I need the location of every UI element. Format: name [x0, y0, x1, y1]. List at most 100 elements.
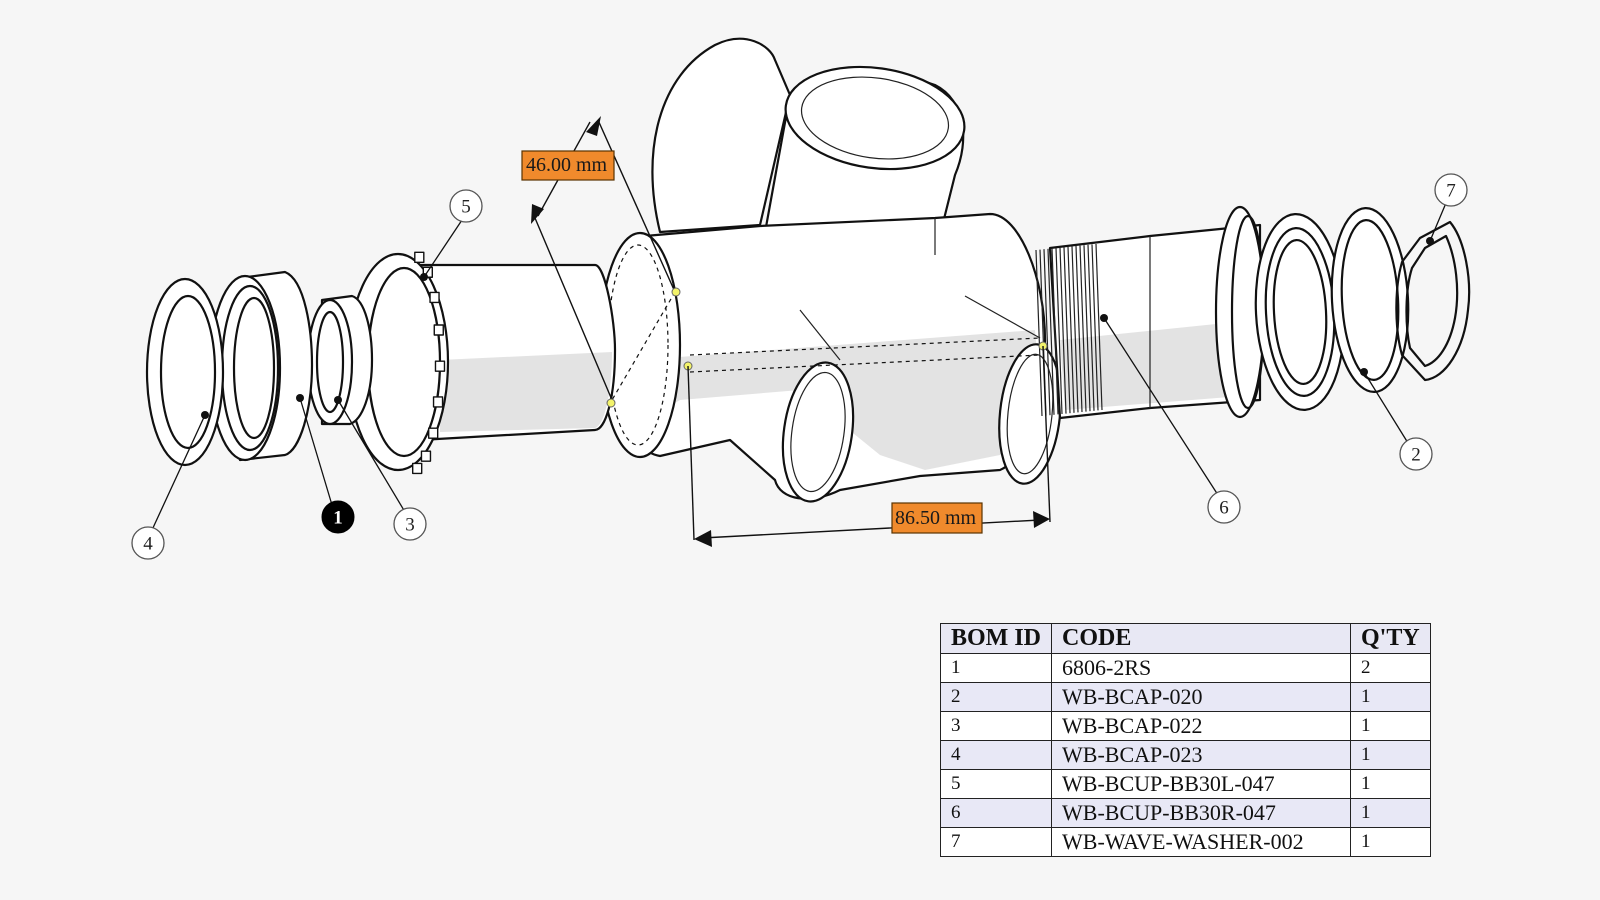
bom-header-qty: Q'TY [1350, 623, 1431, 654]
cap-2 [1330, 207, 1410, 393]
leader-7-dot [1426, 237, 1434, 245]
dim46-arrow-a [586, 116, 601, 136]
bom-cell-qty: 1 [1350, 740, 1431, 770]
leader-6-dot [1100, 314, 1108, 322]
thread-line [1095, 243, 1103, 411]
bom-header-code: CODE [1051, 623, 1351, 654]
flange-notch [434, 360, 446, 372]
thread-line [1079, 245, 1087, 412]
thread-line [1091, 244, 1099, 411]
balloon-4 [131, 526, 165, 560]
table-row: 2 WB-BCAP-020 1 [940, 682, 1431, 712]
thread-line [1063, 247, 1071, 414]
table-row: 3 WB-BCAP-022 1 [940, 711, 1431, 741]
axis-hidden-2 [689, 354, 1041, 373]
dim46-box [521, 150, 615, 181]
leader-6 [1103, 317, 1219, 496]
cap-4-inner [159, 294, 217, 450]
balloon-7-label: 7 [1446, 181, 1456, 202]
balloon-3 [393, 507, 427, 541]
dim46-arrow-b [531, 204, 544, 224]
down-tube-opening [784, 65, 966, 171]
balloon-3-label: 3 [405, 515, 415, 536]
thread-line [1055, 247, 1063, 415]
balloon-2 [1399, 437, 1433, 471]
right-bearing-inner [1272, 238, 1328, 386]
bom-cell-id: 6 [940, 798, 1052, 828]
bom-cell-id: 2 [940, 682, 1052, 712]
leader-1-dot [296, 394, 304, 402]
bom-cell-code: WB-BCAP-020 [1051, 682, 1351, 712]
dim86-line [701, 519, 1041, 539]
thread-line [1067, 246, 1075, 413]
bom-cell-code: WB-WAVE-WASHER-002 [1051, 827, 1351, 857]
flange-notch [414, 251, 425, 264]
bom-cell-qty: 1 [1350, 827, 1431, 857]
balloon-2-label: 2 [1411, 445, 1421, 466]
table-row: 1 6806-2RS 2 [940, 653, 1431, 683]
balloon-7 [1434, 173, 1468, 207]
bom-cell-qty: 1 [1350, 682, 1431, 712]
shell-crease-2 [964, 295, 1041, 339]
thread-line [1043, 249, 1051, 416]
flange-notch [432, 396, 444, 408]
table-row: 6 WB-BCUP-BB30R-047 1 [940, 798, 1431, 828]
dim46-point-b [606, 398, 616, 408]
dim86-box [891, 502, 983, 534]
cap-3-face [306, 298, 354, 426]
flange-notch [411, 462, 423, 475]
balloon-4-label: 4 [143, 534, 153, 555]
left-cup-shade [440, 352, 612, 432]
dim86-arrow-b [1033, 511, 1050, 528]
leader-1 [299, 397, 333, 506]
dim46-hidden [611, 291, 676, 401]
bearing-1 [208, 270, 314, 462]
seat-tube-stub [651, 37, 792, 234]
bom-cell-qty: 1 [1350, 769, 1431, 799]
leader-5-dot [420, 273, 428, 281]
bom-cell-id: 7 [940, 827, 1052, 857]
left-cup-5 [346, 251, 617, 475]
right-cup-threads [1035, 243, 1103, 417]
chainstay-left-inner [790, 371, 846, 493]
dimension-86: 86.50 mm [687, 345, 1051, 547]
bom-cell-id: 5 [940, 769, 1052, 799]
bom-cell-id: 4 [940, 740, 1052, 770]
dim46-ext-b [534, 217, 613, 401]
leader-3 [337, 399, 406, 513]
bom-cell-code: 6806-2RS [1051, 653, 1351, 683]
bom-cell-code: WB-BCUP-BB30L-047 [1051, 769, 1351, 799]
bom-header-id: BOM ID [940, 623, 1052, 654]
thread-line [1059, 247, 1067, 414]
cap-3 [306, 294, 374, 426]
balloon-6-label: 6 [1219, 498, 1229, 519]
bom-header-row: BOM ID CODE Q'TY [940, 623, 1431, 654]
flange-notch [420, 450, 432, 462]
bom-table: BOM ID CODE Q'TY 1 6806-2RS 2 2 WB-BCAP-… [940, 623, 1431, 857]
thread-line [1047, 248, 1055, 415]
table-row: 5 WB-BCUP-BB30L-047 1 [940, 769, 1431, 799]
bom-cell-id: 1 [940, 653, 1052, 683]
thread-line [1075, 245, 1083, 413]
thread-line [1083, 245, 1091, 412]
cap-2-inner [1340, 218, 1400, 382]
callouts: 4 1 3 5 6 2 7 [131, 173, 1468, 560]
thread-line [1071, 246, 1079, 413]
dim46-point-a [671, 287, 681, 297]
dim46-label: 46.00 mm [526, 154, 608, 176]
frame-shell [598, 37, 1062, 503]
cap-4 [145, 277, 225, 467]
flange-notch [433, 324, 444, 336]
balloon-5-label: 5 [461, 197, 471, 218]
right-cup-shade [1060, 320, 1255, 410]
balloon-1-label: 1 [333, 508, 343, 529]
leader-2 [1363, 371, 1409, 444]
dim86-arrow-a [694, 530, 712, 547]
chainstay-right-inner [1006, 353, 1054, 475]
right-bearing [1254, 213, 1346, 411]
leader-3-dot [334, 396, 342, 404]
leader-4-dot [201, 411, 209, 419]
cap-4-outer [145, 277, 225, 467]
bom-cell-qty: 1 [1350, 711, 1431, 741]
